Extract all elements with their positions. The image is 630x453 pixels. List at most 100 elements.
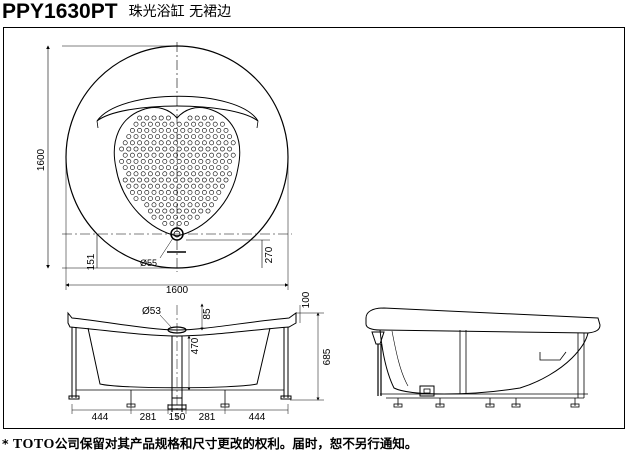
bubble-jet-dot [209,177,214,183]
bubble-jet-dot [227,146,232,152]
bubble-jet-dot [194,152,200,158]
bubble-jet-dot [151,115,157,121]
bubble-jet-dot [165,127,171,133]
bubble-jet-dot [165,165,171,170]
bubble-jet-dot [137,127,142,133]
bubble-jet-dot [129,189,135,195]
bubble-jet-dot [209,115,214,121]
bubble-jet-dot [180,177,186,183]
bubble-jet-dot [230,140,236,146]
bubble-jet-dot [158,127,164,133]
footer-asterisk: * [2,436,9,451]
bubble-jet-dot [201,127,207,133]
bubble-jet-dot [151,140,157,146]
dim-width-1600: 1600 [166,285,189,296]
bubble-jet-dot [137,140,142,146]
bubble-jet-dot [162,208,168,214]
bubble-jet-dot [162,146,168,152]
backrest-outline [96,95,259,122]
side-view [365,307,601,408]
product-subtitle: 珠光浴缸 无裙边 [128,4,232,20]
bubble-jet-dot [144,152,150,158]
bubble-jet-dot [201,202,207,208]
bubble-jet-dot [183,196,189,201]
bubble-jet-dot [223,177,229,183]
bubble-jet-dot [198,171,204,177]
bubble-jet-dot [173,189,178,195]
bubble-jet-dot [191,134,196,139]
bubble-jet-dot [212,196,218,201]
bubble-jet-dot [223,152,229,158]
bubble-jet-dot [129,140,135,146]
bubble-jet-dot [129,177,135,183]
bubble-jet-dot [198,134,204,139]
bubble-jet-dot [133,158,139,164]
bubble-jet-dot [205,171,211,177]
bubble-jet-dot [169,121,175,127]
bubble-jet-dot [187,152,193,158]
bubble-jet-dot [201,115,207,121]
bubble-jet-dot [151,177,157,183]
bubble-jet-dot [140,171,146,177]
bubble-jet-dot [183,134,189,139]
bubble-jet-dot [219,134,225,139]
bubble-jet-dot [191,196,196,201]
bubble-jet-dot [158,189,164,195]
bubble-jet-dot [173,177,178,183]
bubble-jet-dot [219,158,225,164]
bubble-jet-dot [209,140,214,146]
bubble-jet-dot [169,146,175,152]
bubble-jet-dot [194,202,200,208]
bubble-jet-dot [133,196,139,201]
dim-100: 100 [301,291,312,308]
bubble-jet-dot [176,183,182,189]
bubble-jet-dot [162,196,168,201]
bubble-jet-dot [180,189,186,195]
bubble-jet-dot [180,152,186,158]
bubble-jet-dot [126,183,132,189]
side-body [379,329,589,395]
bubble-jet-dot [198,146,204,152]
front-view [67,303,324,420]
bubble-jet-dot [187,214,193,220]
bubble-jet-dot [155,208,160,214]
bubble-jet-dot [176,171,182,177]
bubble-jet-dot [219,121,225,127]
bubble-jet-dot [140,121,146,127]
bubble-jet-dot [147,183,153,189]
bubble-jet-dot [162,183,168,189]
bubble-jet-dot [194,115,200,121]
bubble-jet-dot [126,171,132,177]
bubble-jet-dot [122,165,128,170]
bubble-jet-dot [162,171,168,177]
bubble-jet-dot [209,189,214,195]
bubble-jet-dot [216,152,222,158]
model-number: PPY1630PT [2,0,118,23]
bubble-jet-dot [162,220,168,226]
bubble-jet-dot [183,220,189,226]
bubble-jets-pattern [119,115,236,226]
bubble-jet-dot [201,189,207,195]
bubble-jet-dot [216,127,222,133]
bubble-jet-dot [140,146,146,152]
bubble-jet-dot [133,171,139,177]
bubble-jet-dot [223,165,229,170]
bubble-jet-dot [137,152,142,158]
bubble-jet-dot [180,202,186,208]
dim-bottom-150: 150 [169,412,186,423]
bubble-jet-dot [144,165,150,170]
bubble-jet-dot [158,152,164,158]
bubble-jet-dot [165,177,171,183]
bubble-jet-dot [169,208,175,214]
bubble-jet-dot [198,208,204,214]
footer-text: 公司保留对其产品规格和尺寸更改的权利。届时，恕不另行通知。 [54,436,418,451]
dim-bottom-444-left: 444 [92,412,109,423]
bubble-jet-dot [129,165,135,170]
bubble-jet-dot [155,134,160,139]
bubble-jet-dot [205,196,211,201]
bubble-jet-dot [133,146,139,152]
bubble-jet-dot [169,158,175,164]
bubble-jet-dot [158,202,164,208]
bubble-jet-dot [144,140,150,146]
bubble-jet-dot [180,214,186,220]
